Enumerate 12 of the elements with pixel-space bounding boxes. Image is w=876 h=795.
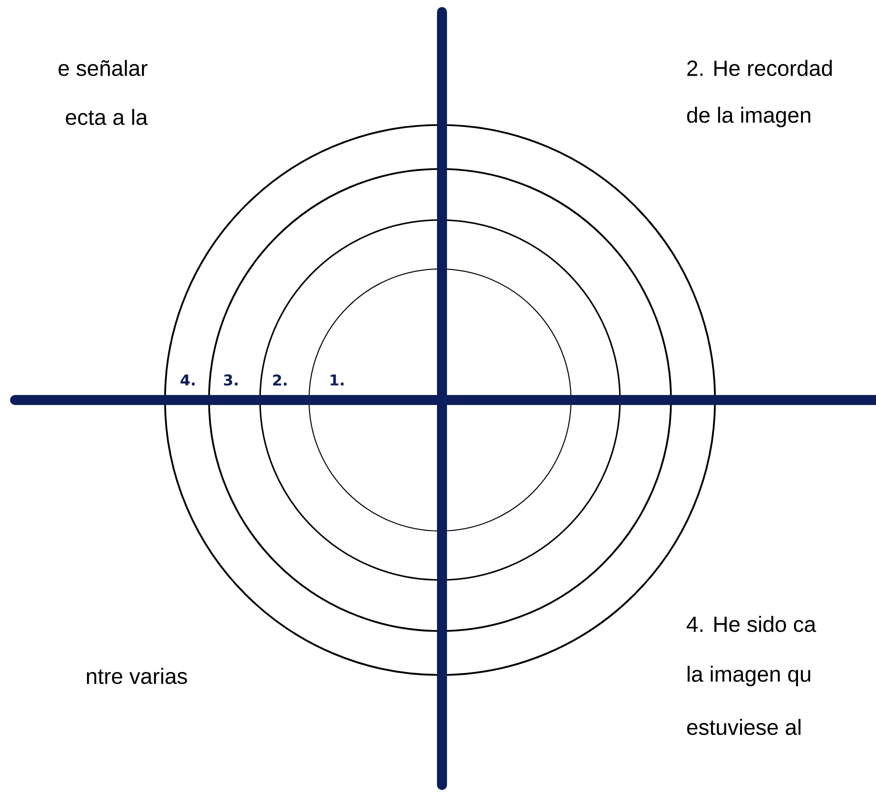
- ring-number: 2.: [273, 374, 287, 386]
- quadrant-text: ntre varias: [86, 668, 187, 684]
- quadrant-text: e señalar: [58, 60, 148, 76]
- ring-number: 1.: [330, 374, 344, 386]
- quadrant-text: de la imagen: [687, 106, 810, 128]
- ring-number: 3.: [224, 374, 238, 386]
- ring-number: 4.: [180, 374, 195, 386]
- quadrant-text: 4. He sido ca: [686, 616, 816, 632]
- quadrant-text: 2. He recordad: [687, 60, 832, 76]
- quadrant-text: estuviese al: [687, 718, 800, 736]
- quadrant-text: la imagen qu: [688, 666, 810, 686]
- quadrant-text: ecta a la: [66, 108, 148, 126]
